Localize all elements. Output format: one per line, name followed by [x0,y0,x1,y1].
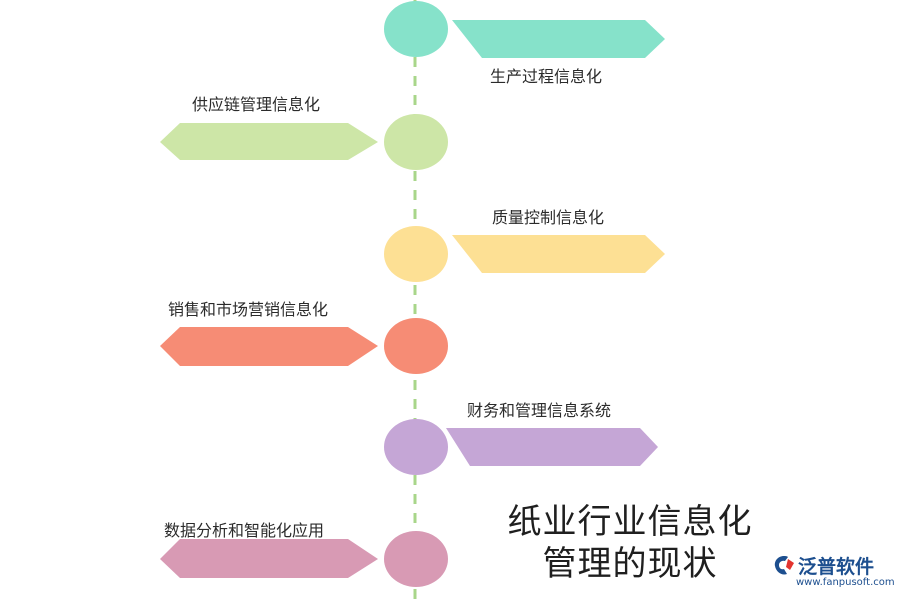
item-2-arrow [160,123,378,160]
item-6-label: 数据分析和智能化应用 [164,521,325,540]
item-5-arrow [446,428,658,466]
item-1-label: 生产过程信息化 [490,67,603,86]
item-6-node [384,531,448,587]
item-3-arrow [452,235,665,273]
item-2-label: 供应链管理信息化 [192,95,321,114]
diagram-title-line-1: 纸业行业信息化 [507,502,753,542]
fanpu-logo: 泛普软件 www.fanpusoft.com [772,552,895,598]
fanpu-logo-icon [774,556,794,575]
logo-name: 泛普软件 [798,556,875,578]
logo-url: www.fanpusoft.com [796,577,895,588]
item-4-arrow [160,327,378,366]
item-1-node [384,1,448,57]
item-3-label: 质量控制信息化 [492,208,605,227]
item-4-label: 销售和市场营销信息化 [168,300,329,319]
item-4-node [384,318,448,374]
item-3-node [384,226,448,282]
item-2-node [384,114,448,170]
item-5-node [384,419,448,475]
item-1-arrow [452,20,665,58]
diagram-title-line-2: 管理的现状 [542,544,718,584]
item-5-label: 财务和管理信息系统 [467,401,612,420]
item-6-arrow [160,539,378,578]
